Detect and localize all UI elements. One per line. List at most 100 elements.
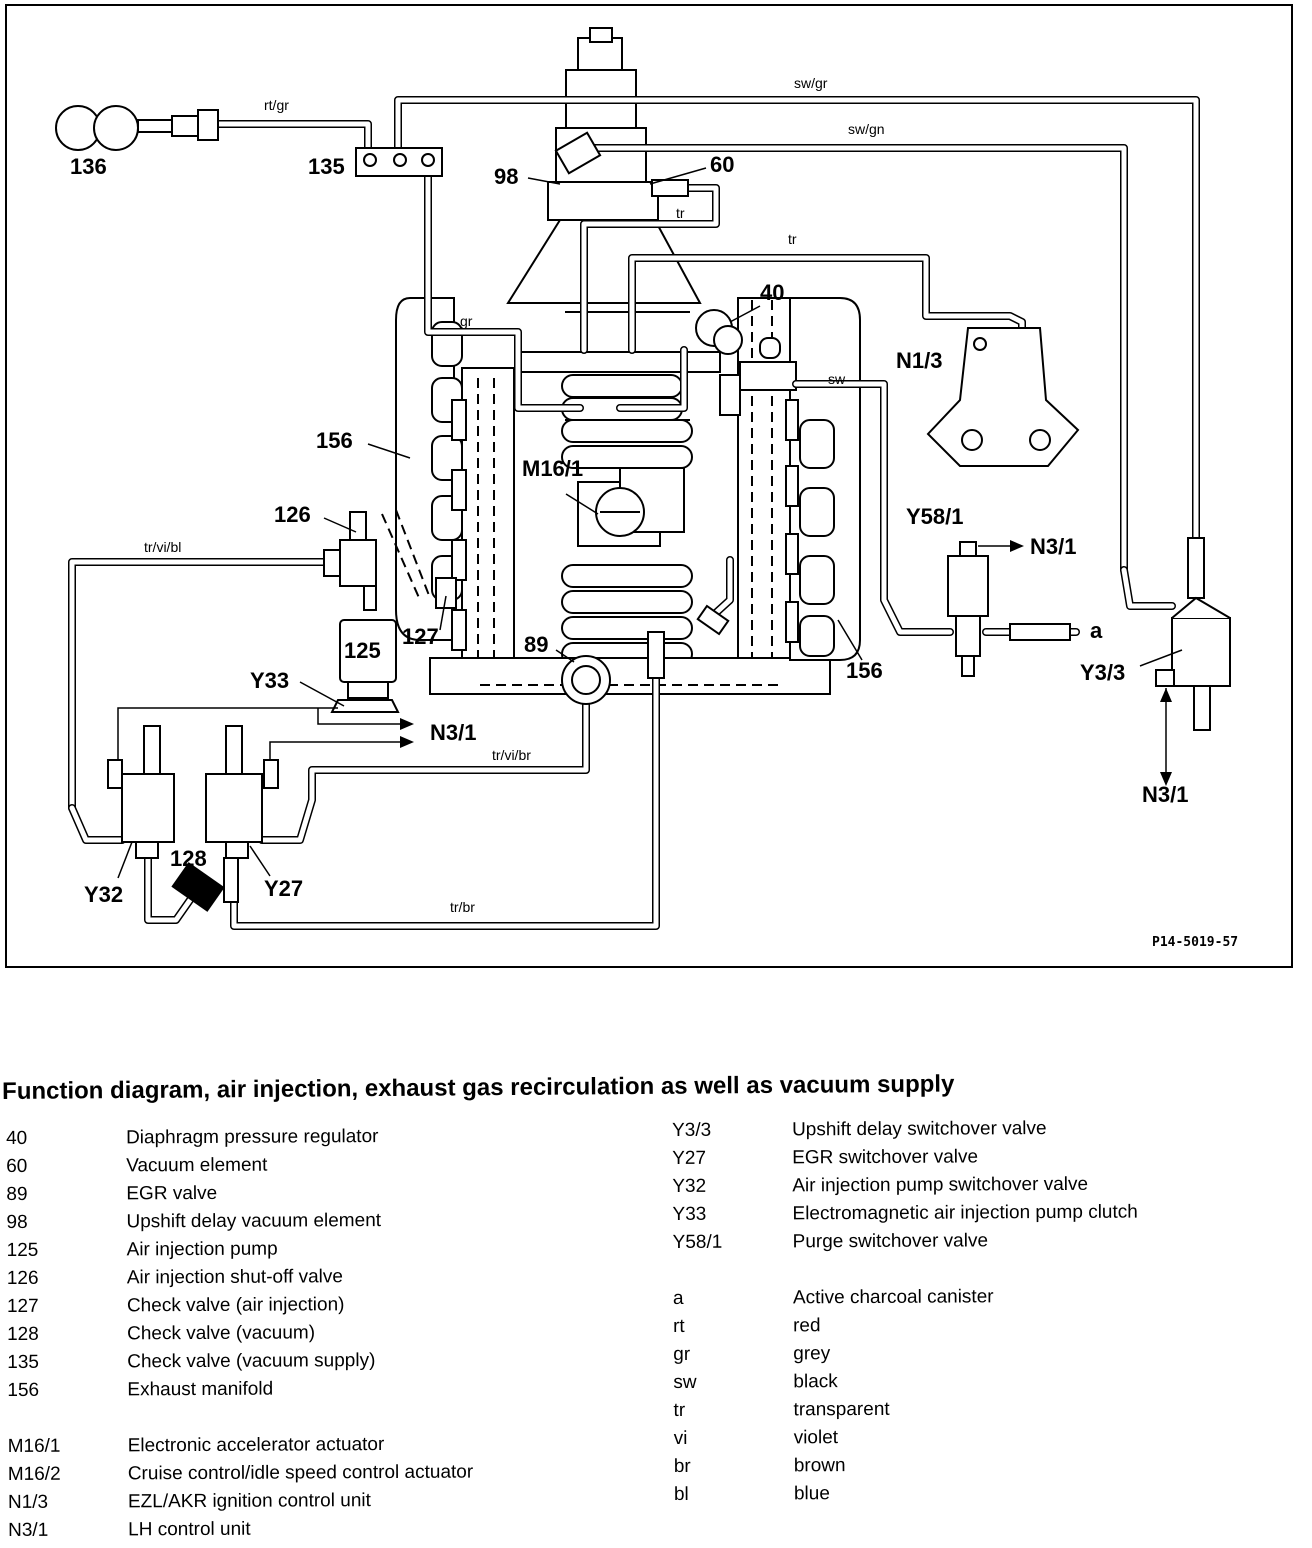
wire-label-rt-gr: rt/gr xyxy=(264,97,289,113)
legend-code: Y27 xyxy=(672,1147,707,1169)
callout-a: a xyxy=(1090,618,1103,643)
legend-description: EGR valve xyxy=(126,1182,218,1205)
legend-code: Y33 xyxy=(672,1203,707,1225)
legend-code: M16/2 xyxy=(7,1463,61,1485)
legend-description: Check valve (air injection) xyxy=(126,1294,345,1317)
callout-N3-1-b: N3/1 xyxy=(430,720,476,745)
callout-126: 126 xyxy=(274,502,311,527)
legend-item: 40 Diaphragm pressure regulator xyxy=(6,1125,646,1156)
legend-code: tr xyxy=(673,1399,686,1421)
legend-item: bl blue xyxy=(674,1481,1274,1512)
legend-description: Check valve (vacuum) xyxy=(127,1322,316,1345)
legend-code: bl xyxy=(673,1483,689,1505)
legend-gap xyxy=(673,1257,1273,1288)
function-diagram: 136 135 98 60 40 N1/3 156 M16/1 126 Y58/… xyxy=(5,4,1293,968)
legend-code: sw xyxy=(673,1371,697,1393)
signal-lines xyxy=(117,540,1172,786)
legend-item: 89 EGR valve xyxy=(6,1181,646,1212)
legend-item: 128 Check valve (vacuum) xyxy=(7,1321,647,1352)
legend-item: N1/3 EZL/AKR ignition control unit xyxy=(8,1489,648,1520)
component-40 xyxy=(695,309,781,359)
legend-description: Air injection shut-off valve xyxy=(126,1266,343,1289)
legend-code: a xyxy=(672,1287,684,1309)
wire-label-sw-gr: sw/gr xyxy=(794,75,828,91)
callout-98: 98 xyxy=(494,164,518,189)
legend-description: Upshift delay switchover valve xyxy=(791,1118,1047,1141)
legend-item: Y33 Electromagnetic air injection pump cl… xyxy=(672,1201,1272,1232)
legend-item: tr transparent xyxy=(673,1397,1273,1428)
component-89 xyxy=(561,604,730,705)
component-128 xyxy=(171,857,239,912)
component-136 xyxy=(55,105,219,151)
legend-description: EGR switchover valve xyxy=(792,1146,979,1169)
legend-code: Y3/3 xyxy=(672,1119,712,1141)
legend-code: N3/1 xyxy=(8,1519,49,1541)
legend-description: brown xyxy=(793,1455,846,1477)
figure-reference-code: P14-5019-57 xyxy=(1152,935,1238,950)
legend-code: 128 xyxy=(7,1323,39,1345)
legend-code: gr xyxy=(673,1343,691,1365)
callout-135: 135 xyxy=(308,154,345,179)
callout-89: 89 xyxy=(524,632,548,657)
diagram-caption: Function diagram, air injection, exhaust… xyxy=(2,1070,955,1105)
legend-code: 40 xyxy=(6,1127,28,1149)
legend-description: black xyxy=(793,1371,838,1393)
legend-code: Y32 xyxy=(672,1175,707,1197)
legend-description: Air injection pump xyxy=(126,1238,278,1261)
component-Y33 xyxy=(330,699,400,713)
legend-description: Electromagnetic air injection pump clutc… xyxy=(792,1201,1138,1225)
wire-label-tr-br: tr/br xyxy=(450,899,475,915)
legend-gap xyxy=(7,1405,647,1436)
legend-code: rt xyxy=(673,1315,685,1337)
component-60 xyxy=(651,179,689,197)
callout-40: 40 xyxy=(760,280,784,305)
component-N1-3 xyxy=(926,327,1080,467)
callout-Y58-1: Y58/1 xyxy=(906,504,964,529)
legend-code: 98 xyxy=(6,1211,28,1233)
legend-code: 89 xyxy=(6,1183,28,1205)
callout-60: 60 xyxy=(710,152,734,177)
wire-label-tr-2: tr xyxy=(788,231,797,247)
wire-label-tr-vi-br: tr/vi/br xyxy=(492,747,531,763)
legend-description: Purge switchover valve xyxy=(792,1230,989,1253)
legend-description: Cruise control/idle speed control actuat… xyxy=(127,1461,474,1485)
legend-description: red xyxy=(793,1315,821,1337)
callout-128: 128 xyxy=(170,846,207,871)
callout-Y33: Y33 xyxy=(250,668,289,693)
legend-description: Air injection pump switchover valve xyxy=(792,1173,1089,1197)
component-125 xyxy=(339,619,397,699)
callout-156-right: 156 xyxy=(846,658,883,683)
component-Y3-3 xyxy=(1155,537,1231,731)
legend-item: Y3/3 Upshift delay switchover valve xyxy=(672,1117,1272,1148)
legend-code: 126 xyxy=(6,1267,39,1289)
legend-code: vi xyxy=(673,1427,688,1449)
legend-code: N1/3 xyxy=(7,1491,49,1513)
callout-125: 125 xyxy=(344,638,381,663)
legend-description: blue xyxy=(793,1483,830,1505)
legend-item: vi violet xyxy=(674,1425,1274,1456)
component-Y32 xyxy=(107,725,175,859)
callout-Y27: Y27 xyxy=(264,876,303,901)
legend-code: Y58/1 xyxy=(672,1231,723,1253)
engine-block xyxy=(395,27,861,695)
wire-label-sw-gn: sw/gn xyxy=(848,121,885,137)
legend-description: Diaphragm pressure regulator xyxy=(125,1126,379,1149)
legend-description: violet xyxy=(793,1427,839,1449)
legend-code: 60 xyxy=(6,1155,28,1177)
wire-label-tr-vi-bl: tr/vi/bl xyxy=(144,539,181,555)
legend-description: EZL/AKR ignition control unit xyxy=(127,1490,371,1513)
component-126 xyxy=(323,509,431,611)
legend-item: Y32 Air injection pump switchover valve xyxy=(672,1173,1272,1204)
component-Y58-1 xyxy=(947,541,1071,677)
legend-description: transparent xyxy=(793,1398,890,1421)
